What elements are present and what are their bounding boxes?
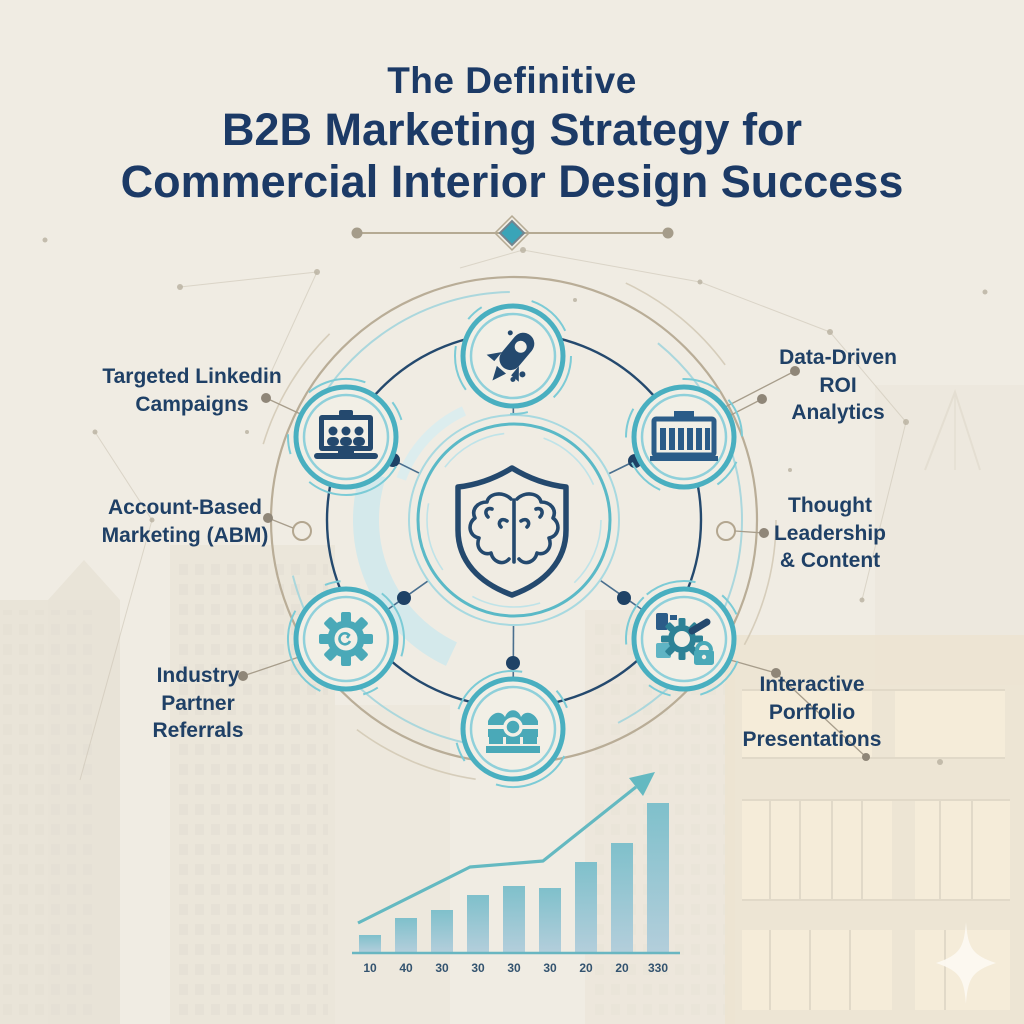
label-account-based-marketing: Account-Based Marketing (ABM) bbox=[101, 496, 269, 547]
bar bbox=[539, 888, 561, 952]
satellite-lower-right bbox=[625, 580, 743, 698]
bar-axis-label: 330 bbox=[648, 961, 668, 975]
title-divider bbox=[351, 214, 674, 252]
bar bbox=[503, 886, 525, 952]
ring-node-right bbox=[716, 521, 736, 541]
four-point-star-icon bbox=[936, 922, 996, 1004]
trend-arrow bbox=[357, 772, 655, 925]
presentation-audience-icon bbox=[314, 410, 378, 459]
label-interactive-portfolio-presentations: Interactive Porffolio Presentations bbox=[742, 673, 882, 752]
constellation-dots bbox=[42, 237, 988, 765]
bar bbox=[431, 910, 453, 952]
padlock bbox=[694, 641, 714, 665]
satellite-bottom bbox=[454, 670, 572, 788]
brain-left-lobe bbox=[468, 492, 513, 565]
bar bbox=[395, 918, 417, 952]
label-data-driven-roi-analytics: Data-Driven ROI Analytics bbox=[779, 346, 897, 425]
shield-brain-icon bbox=[455, 465, 569, 598]
ring-node-left bbox=[292, 521, 312, 541]
label-targeted-linkedin-campaigns: Targeted Linkedin Campaigns bbox=[102, 365, 282, 416]
bar-axis-label: 40 bbox=[399, 961, 413, 975]
crown-icon bbox=[486, 710, 540, 753]
bar bbox=[575, 862, 597, 952]
divider-diamond-icon bbox=[493, 214, 531, 252]
rocket-icon bbox=[486, 330, 535, 382]
page-title-line2: B2B Marketing Strategy for bbox=[221, 104, 803, 156]
bar bbox=[611, 843, 633, 952]
bar-axis-label: 30 bbox=[507, 961, 521, 975]
bar bbox=[359, 935, 381, 952]
satellite-upper-left bbox=[287, 378, 405, 496]
bar-axis-label: 30 bbox=[435, 961, 449, 975]
label-industry-partner-referrals: Industry Partner Referrals bbox=[152, 664, 244, 743]
growth-bar-chart: 10 40 30 30 30 30 20 20 330 bbox=[359, 803, 669, 975]
gear-icon bbox=[319, 612, 373, 666]
constellation-mesh bbox=[79, 249, 907, 781]
bar-axis-label: 30 bbox=[543, 961, 557, 975]
bar-axis-label: 20 bbox=[615, 961, 629, 975]
gear-magnifier bbox=[661, 618, 711, 660]
bar-axis-label: 30 bbox=[471, 961, 485, 975]
label-connector-dots bbox=[238, 366, 870, 761]
satellite-top bbox=[454, 297, 572, 415]
center-medallion bbox=[408, 414, 620, 626]
page-title-line1: The Definitive bbox=[387, 60, 637, 101]
analytics-panel-icon bbox=[650, 411, 718, 461]
search-security-icon bbox=[656, 613, 714, 665]
satellite-upper-right bbox=[625, 378, 743, 496]
label-thought-leadership-content: Thought Leadership & Content bbox=[773, 494, 887, 573]
warm-building bbox=[725, 635, 1024, 1024]
bar bbox=[467, 895, 489, 952]
bar-axis-label: 10 bbox=[363, 961, 377, 975]
bar-axis-label: 20 bbox=[579, 961, 593, 975]
title-block: The Definitive B2B Marketing Strategy fo… bbox=[0, 58, 1024, 208]
page-title-line3: Commercial Interior Design Success bbox=[120, 156, 904, 207]
brain-right-lobe bbox=[515, 492, 560, 565]
bar bbox=[647, 803, 669, 952]
